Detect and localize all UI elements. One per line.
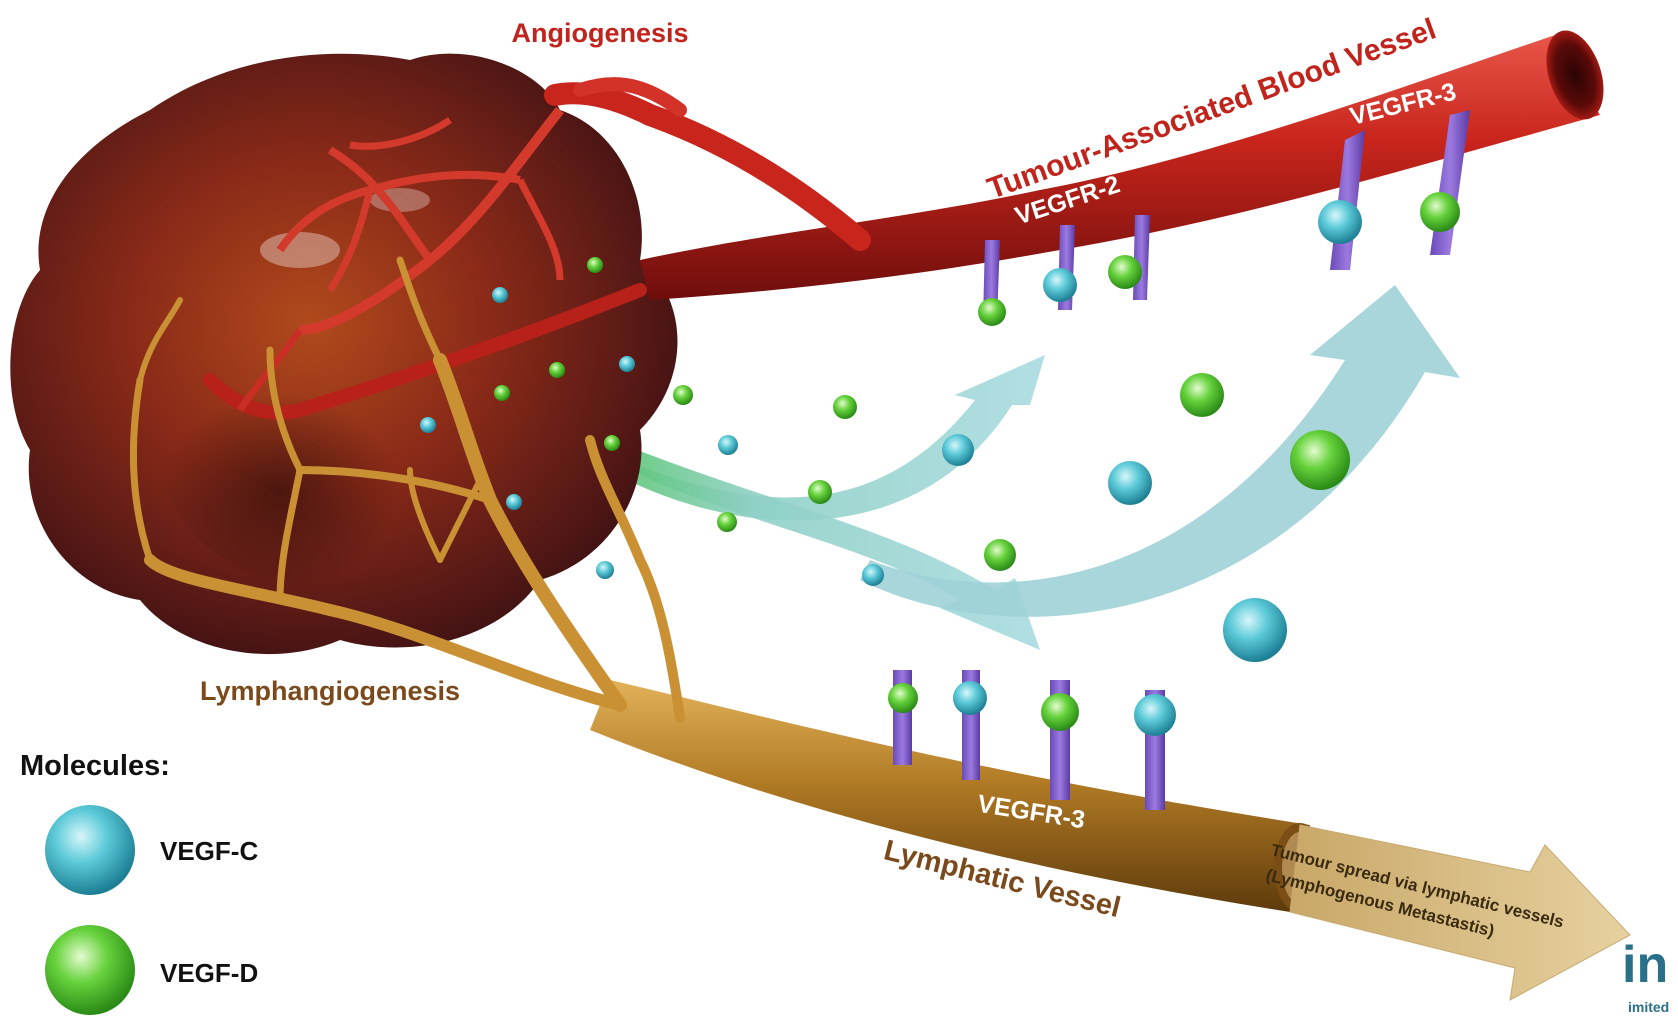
vegf-d-molecule [1420, 192, 1460, 232]
logo-watermark: in imited [1622, 936, 1669, 1015]
vegf-c-legend-icon [45, 805, 135, 895]
vegf-c-molecule [953, 681, 987, 715]
vegfr2-receptor [1133, 215, 1150, 300]
vegf-c-molecule [1043, 268, 1077, 302]
vegf-d-molecule [717, 512, 737, 532]
logo-mark: in [1622, 936, 1668, 994]
vegf-d-molecule [984, 539, 1016, 571]
vegf-c-legend-label: VEGF-C [160, 836, 258, 866]
vegf-c-molecule [420, 417, 436, 433]
vegf-d-molecule [808, 480, 832, 504]
vegf-d-molecule [1180, 373, 1224, 417]
vegf-c-molecule [1108, 461, 1152, 505]
vegf-d-molecule [1041, 693, 1079, 731]
vegf-d-molecule [1290, 430, 1350, 490]
vegf-d-molecule [673, 385, 693, 405]
vegf-c-molecule [1223, 598, 1287, 662]
vegf-d-molecule [587, 257, 603, 273]
vegf-d-molecule [549, 362, 565, 378]
vegf-c-molecule [942, 434, 974, 466]
vegf-d-legend-icon [45, 925, 135, 1015]
vegf-d-molecule [1108, 255, 1142, 289]
vegf-c-molecule [619, 356, 635, 372]
vegf-c-molecule [1134, 694, 1176, 736]
vegf-c-molecule [492, 287, 508, 303]
angiogenesis-label: Angiogenesis [511, 18, 688, 48]
vegf-d-molecule [978, 298, 1006, 326]
vegf-c-molecule [1318, 200, 1362, 244]
legend-title: Molecules: [20, 750, 170, 782]
vegf-d-molecule [833, 395, 857, 419]
vegf-c-molecule [596, 561, 614, 579]
vegf-c-molecule [506, 494, 522, 510]
logo-subtext: imited [1628, 999, 1669, 1015]
vegf-c-molecule [862, 564, 884, 586]
lymphangiogenesis-label: Lymphangiogenesis [200, 676, 460, 706]
vegf-d-legend-label: VEGF-D [160, 958, 258, 988]
vegf-c-molecule [718, 435, 738, 455]
vegf-d-molecule [888, 683, 918, 713]
legend: Molecules: VEGF-C VEGF-D [20, 750, 258, 1015]
tumour-mass [10, 54, 677, 654]
vegf-d-molecule [494, 385, 510, 401]
vegf-d-molecule [604, 435, 620, 451]
